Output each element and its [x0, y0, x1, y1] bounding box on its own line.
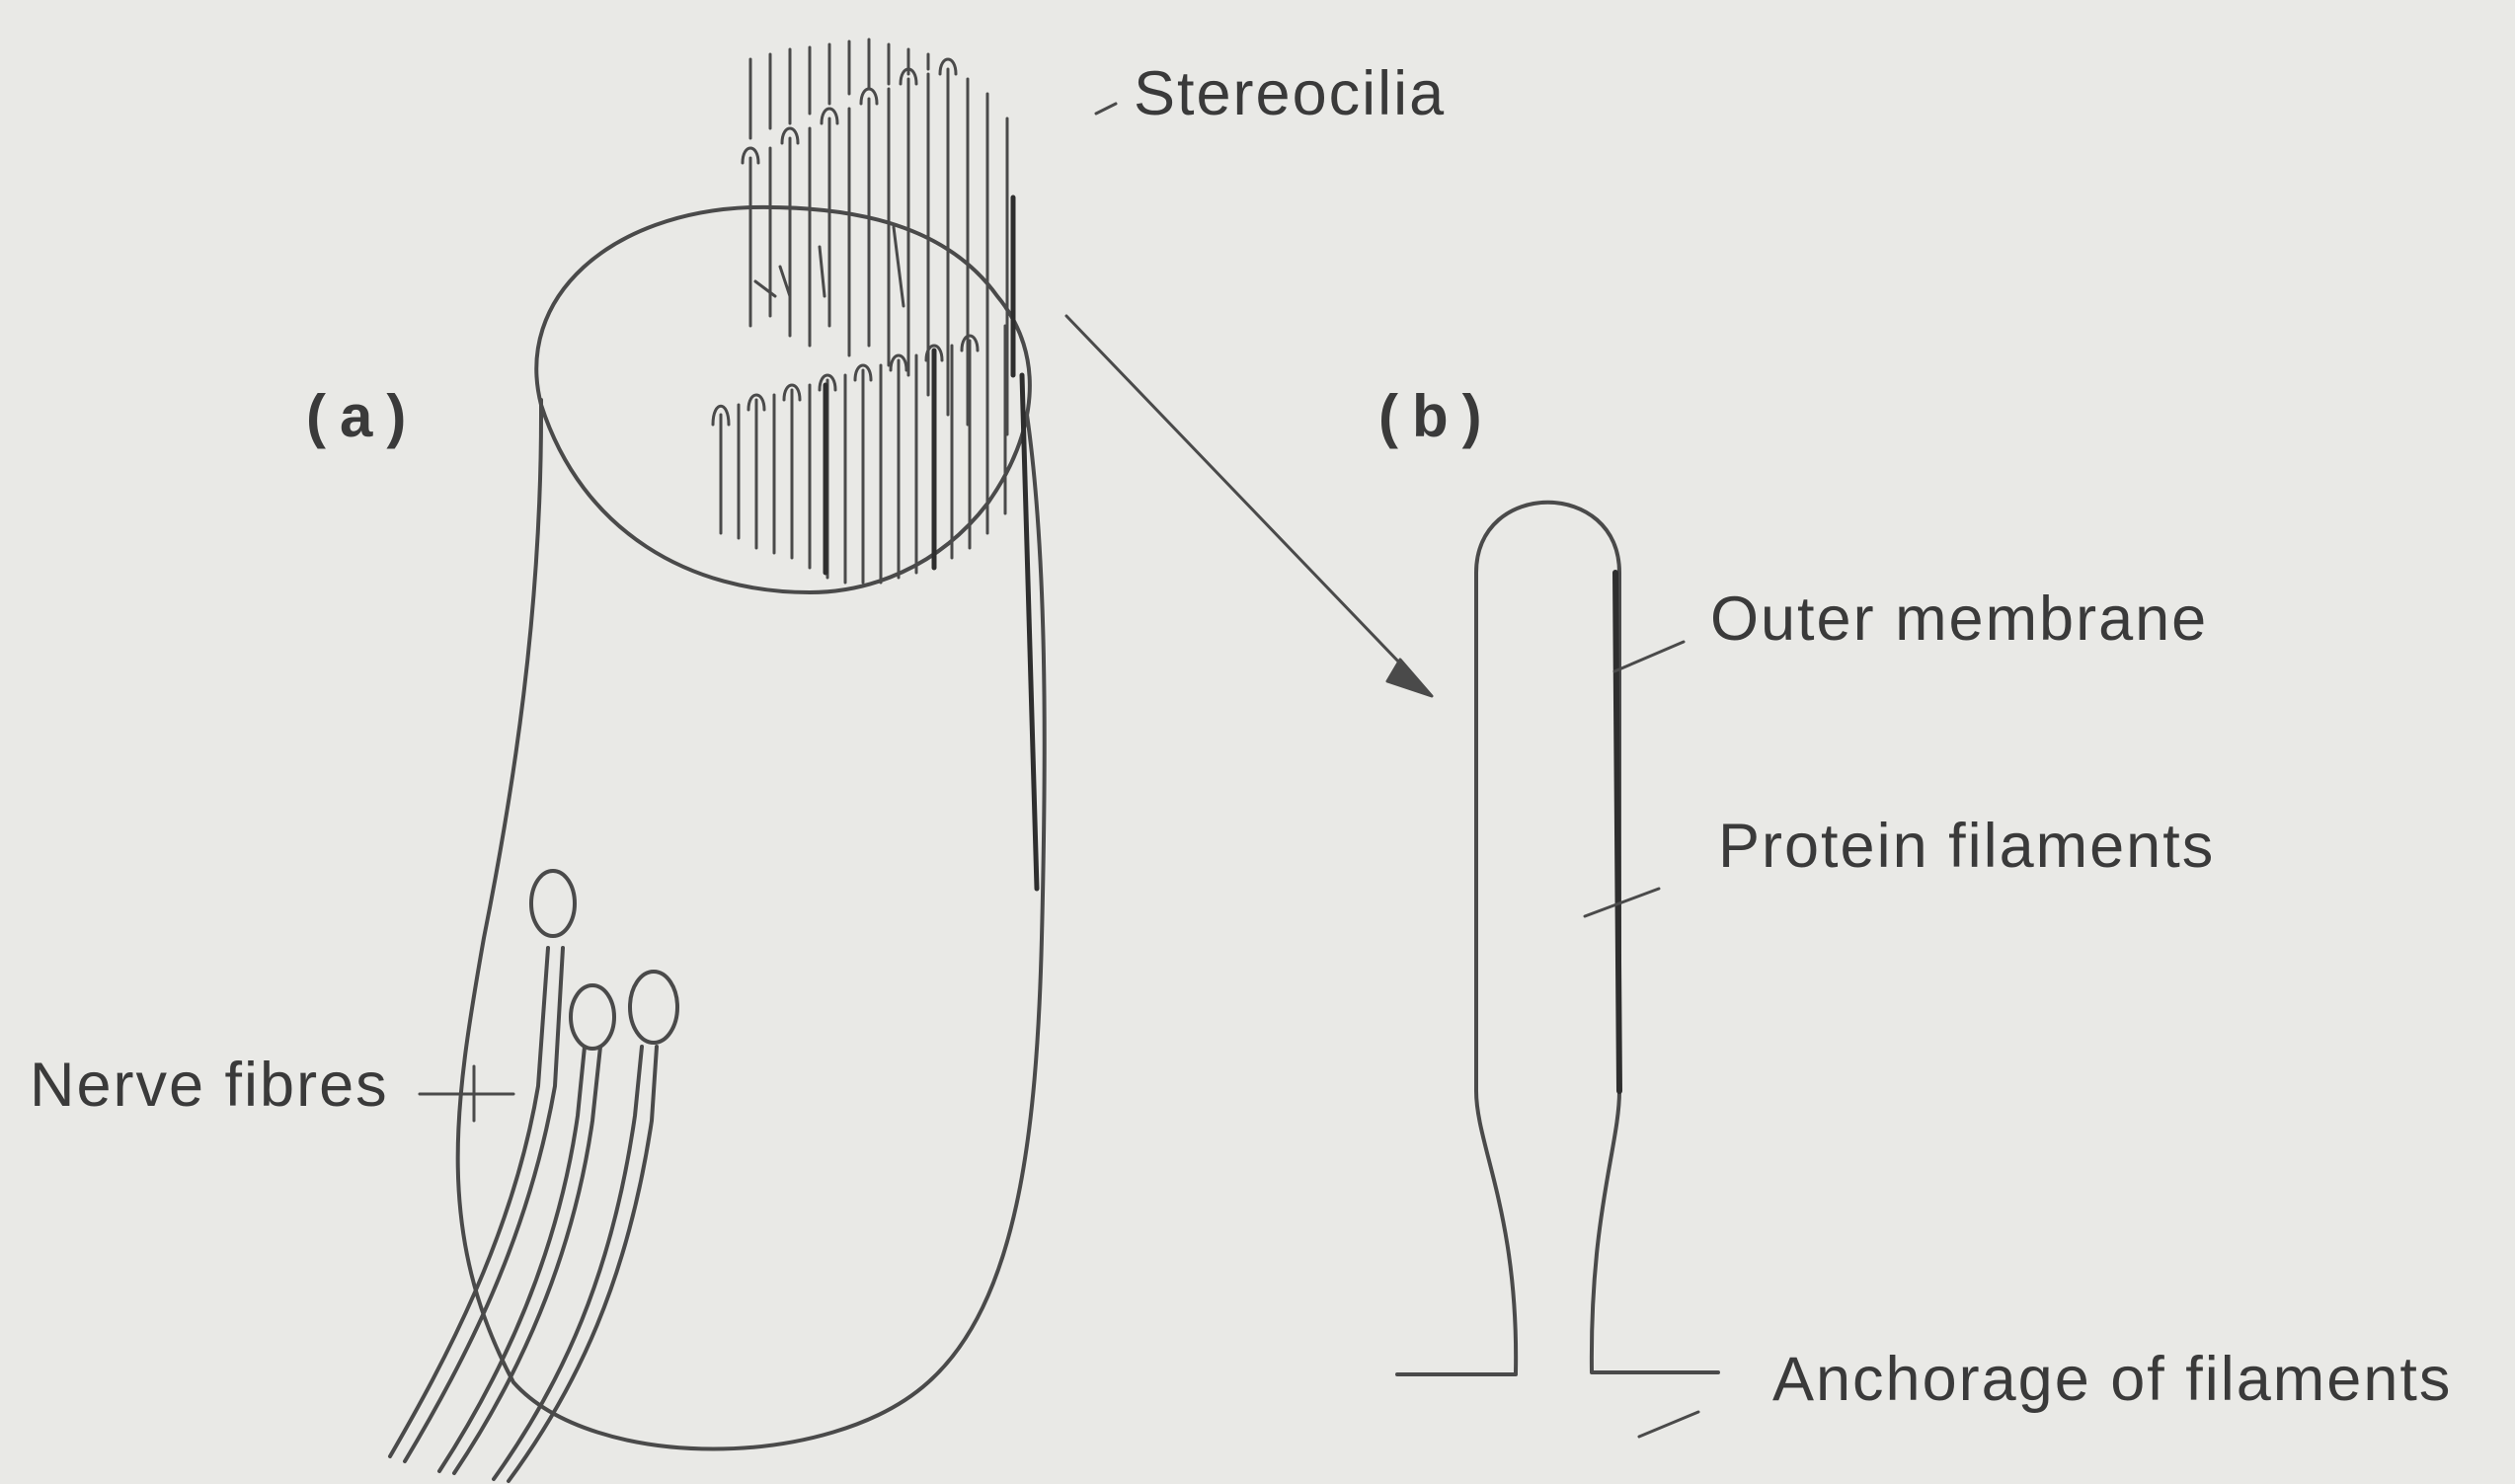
anchorage-leader [1639, 1412, 1698, 1437]
cell-body-outline [458, 400, 1045, 1449]
stereocilium-outline [1397, 503, 1718, 1374]
label-anchorage: Anchorage of filaments [1772, 1349, 2452, 1411]
label-protein-filaments: Protein filaments [1718, 816, 2215, 878]
stereocilia-bundle [713, 39, 1037, 889]
nerve-fibres [390, 871, 677, 1481]
label-nerve-fibres: Nerve fibres [30, 1054, 389, 1117]
outer-membrane-leader [1614, 642, 1684, 671]
panel-label-a: (a) [306, 387, 420, 446]
zoom-arrow [1066, 316, 1427, 691]
nerve-fibres-leader [420, 1066, 513, 1121]
panel-label-b: (b) [1378, 387, 1496, 446]
zoom-arrowhead [1387, 660, 1432, 696]
label-stereocilia: Stereocilia [1134, 63, 1446, 125]
stereocilia-leader [1096, 104, 1116, 114]
stereocilium-dark-edge [1615, 573, 1619, 1091]
label-outer-membrane: Outer membrane [1710, 588, 2208, 651]
protein-filaments-leader [1585, 889, 1659, 916]
